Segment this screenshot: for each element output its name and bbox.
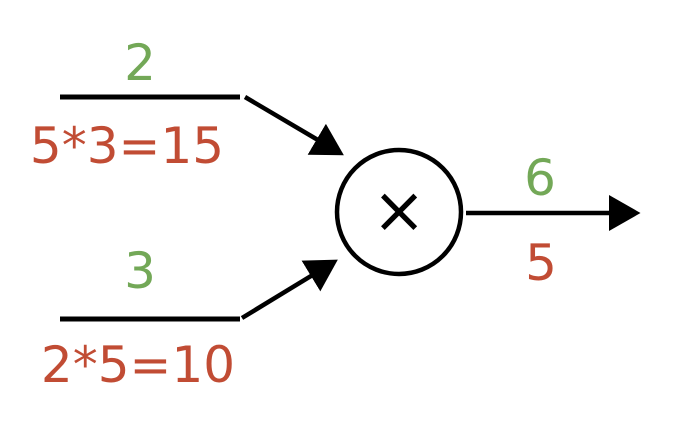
arrow-bottom-to-node xyxy=(240,259,338,320)
arrow-top-to-node xyxy=(243,95,344,156)
input-top-gradient: 5*3=15 xyxy=(30,117,224,175)
multiply-node xyxy=(334,147,464,277)
input-bottom-forward-value: 3 xyxy=(124,242,156,300)
multiply-icon: × xyxy=(372,174,426,248)
input-top-forward-value: 2 xyxy=(124,34,156,92)
output-forward-value: 6 xyxy=(524,149,556,207)
input-bottom-gradient: 2*5=10 xyxy=(41,336,235,394)
output-gradient: 5 xyxy=(525,234,557,292)
